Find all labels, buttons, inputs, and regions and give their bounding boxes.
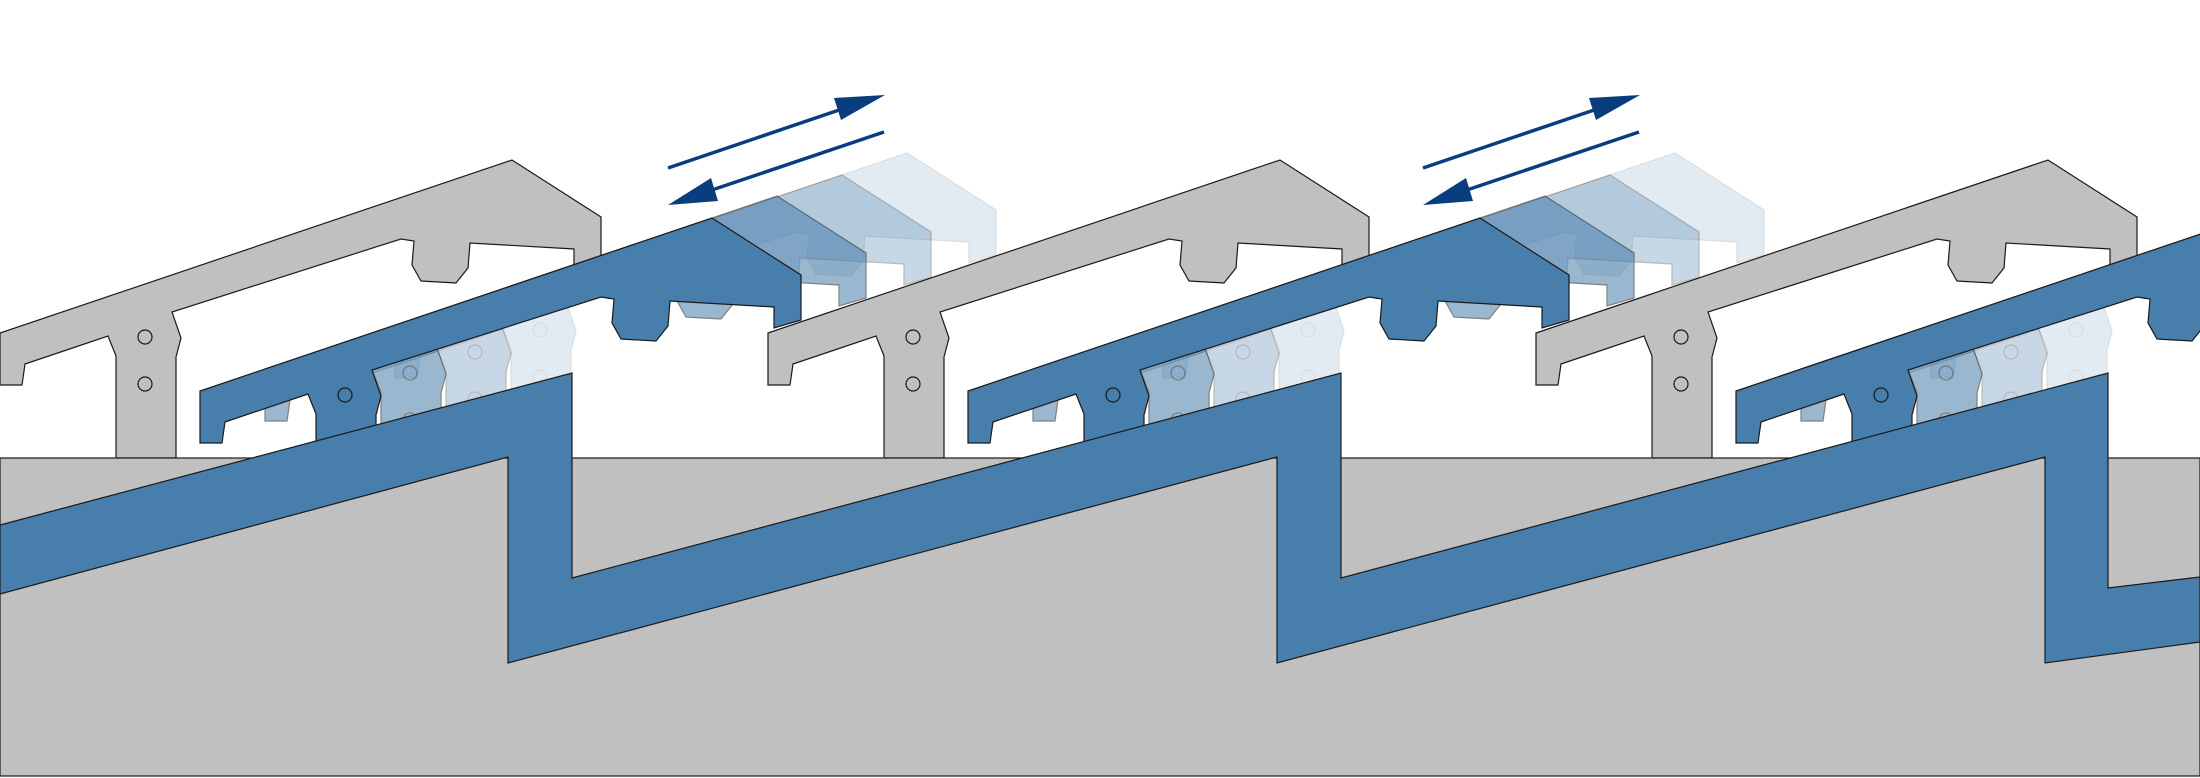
motion-arrow-pair — [1422, 95, 1640, 205]
zigzag-track — [0, 372, 2200, 664]
double-arrow-icon — [667, 95, 1640, 205]
ground — [0, 457, 2200, 777]
motion-arrow-pair — [667, 95, 885, 205]
